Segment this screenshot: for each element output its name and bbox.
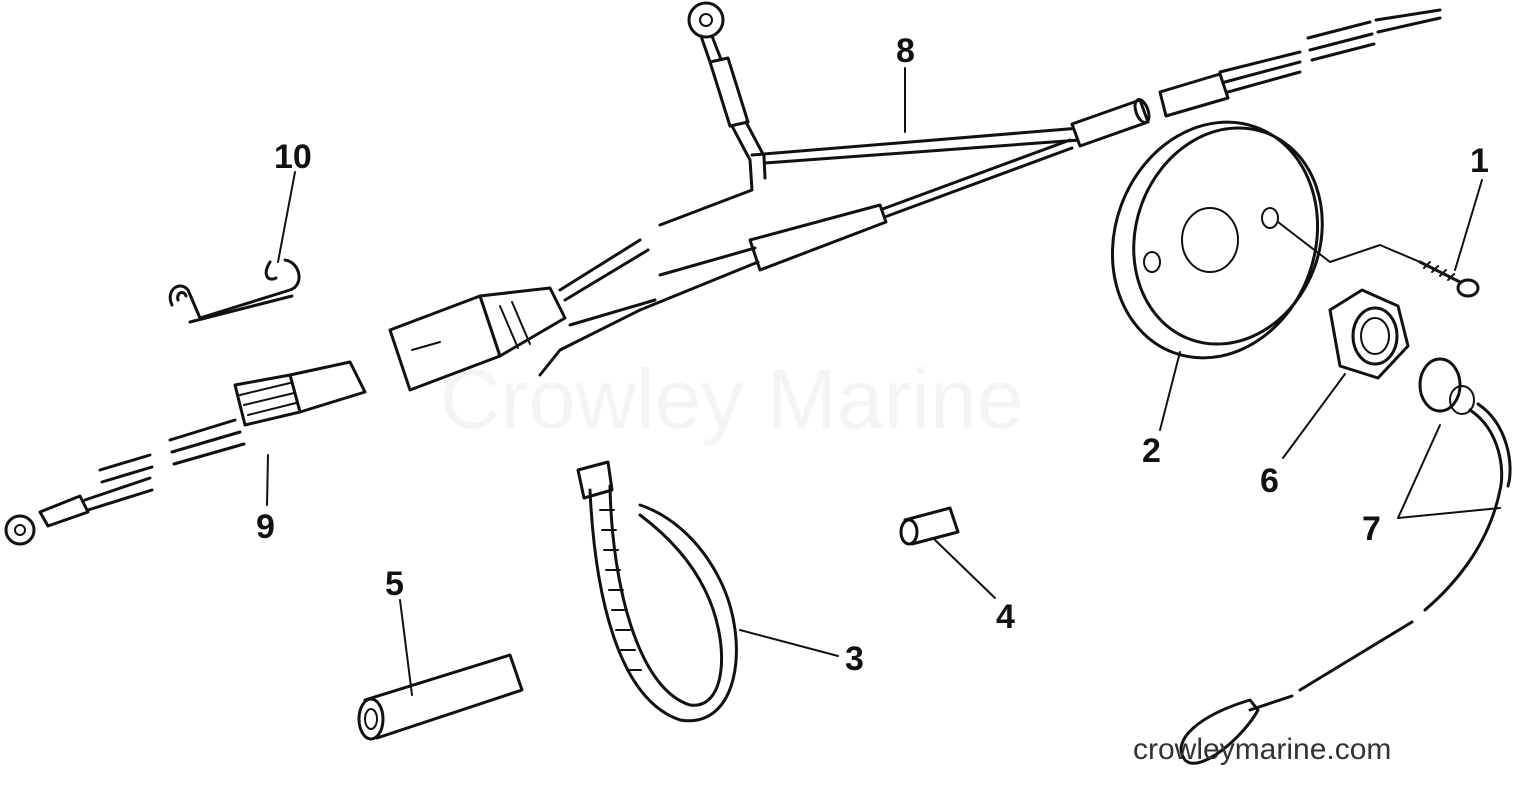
callout-5: 5 [385, 565, 404, 603]
callout-6: 6 [1260, 462, 1279, 500]
callout-2: 2 [1142, 432, 1161, 470]
hex-nut [1328, 288, 1410, 380]
callouts: 1 2 3 4 5 6 7 8 9 10 [256, 32, 1489, 678]
wire-clip [168, 258, 301, 324]
connector-lead [4, 360, 367, 546]
mounting-plate [1110, 120, 1421, 360]
callout-1: 1 [1470, 142, 1489, 180]
callout-4: 4 [996, 598, 1015, 636]
watermark: Crowley Marine [440, 352, 1024, 446]
small-sleeve [899, 506, 960, 546]
callout-7: 7 [1362, 510, 1381, 548]
callout-10: 10 [274, 138, 312, 176]
lanyard [1179, 357, 1512, 765]
tube [357, 653, 524, 741]
wire-harness [388, 1, 1442, 392]
screw [1418, 260, 1480, 298]
site-url: crowleymarine.com [1133, 733, 1391, 766]
cable-tie [576, 460, 738, 723]
callout-8: 8 [896, 32, 915, 70]
callout-9: 9 [256, 508, 275, 546]
leader-lines [266, 67, 1501, 696]
callout-3: 3 [845, 640, 864, 678]
